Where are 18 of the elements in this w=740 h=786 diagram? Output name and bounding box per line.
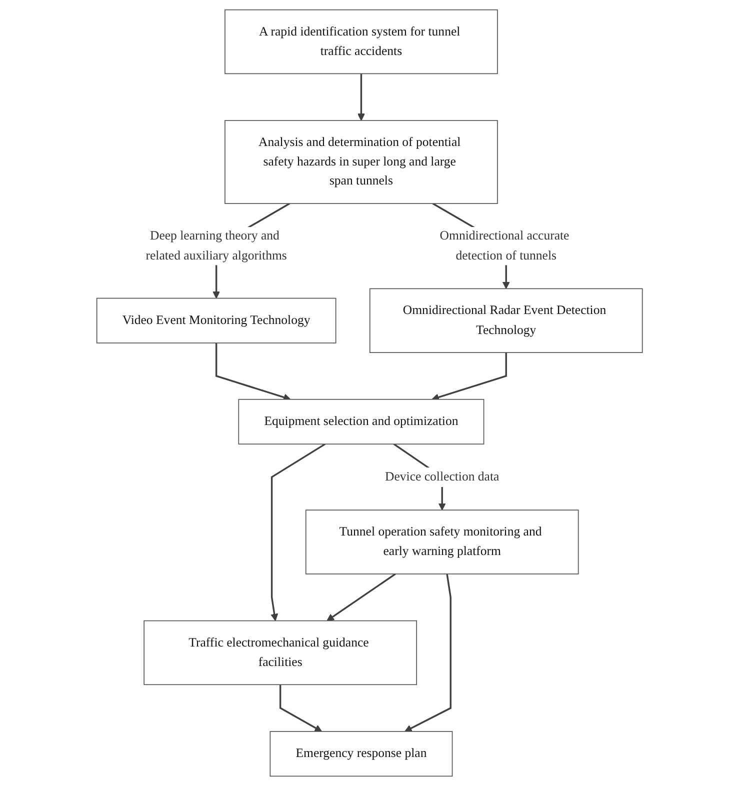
node-box: A rapid identification system for tunnel traffic accidents (224, 9, 498, 74)
node-box: Tunnel operation safety monitoring and early warning platform (306, 510, 580, 574)
edge-label: Deep learning theory and related auxiliary algorithms (146, 230, 288, 262)
arrow (358, 74, 366, 121)
node-box: Omnidirectional Radar Event Detection Technology (370, 288, 644, 353)
node-box: Traffic electromechanical guidance facilities (144, 620, 418, 686)
edge-label: Omnidirectional accurate detection of tunnels (440, 230, 570, 262)
node-box: Emergency response plan (270, 731, 454, 777)
node-box: Video Event Monitoring Technology (96, 298, 337, 344)
arrow (432, 352, 508, 401)
arrow (216, 342, 292, 401)
node-box: Equipment selection and optimization (238, 398, 485, 444)
arrow (280, 684, 322, 732)
arrow (271, 443, 326, 622)
node-box: Analysis and determination of potential safety hazards in super long and large span tunnels (224, 120, 498, 204)
arrow (327, 573, 396, 622)
edge-label: Device collection data (385, 470, 500, 484)
arrow (404, 574, 452, 732)
